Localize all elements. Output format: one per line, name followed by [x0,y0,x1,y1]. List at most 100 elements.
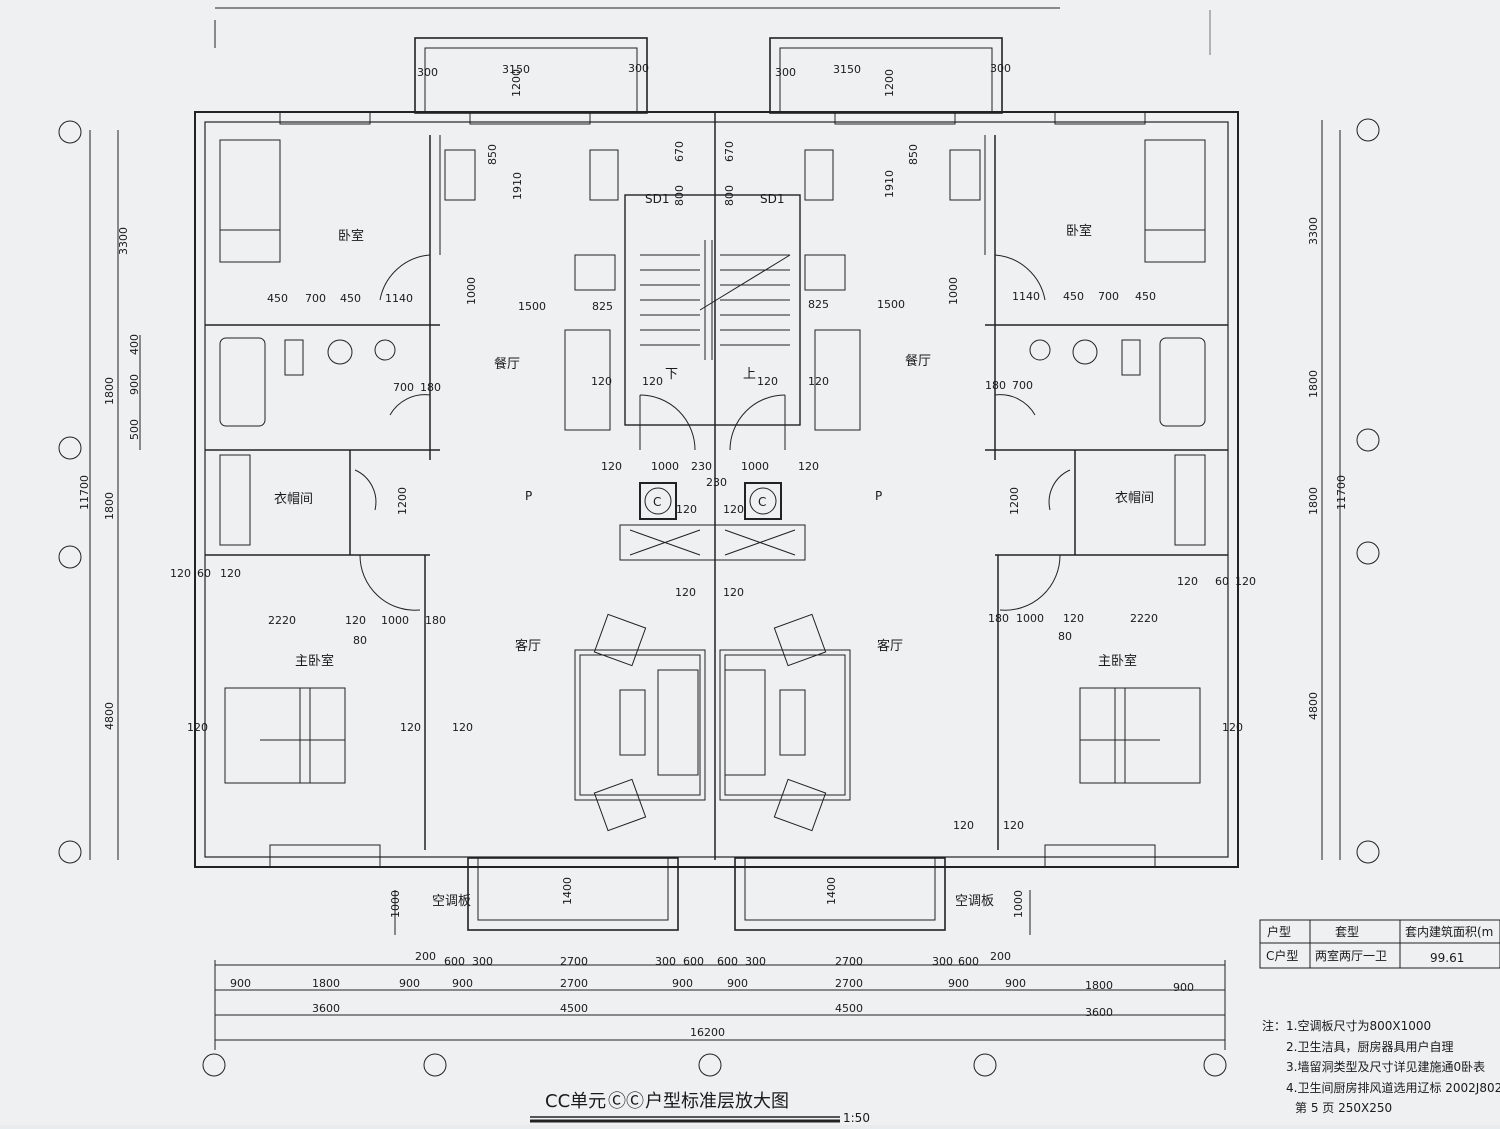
dim-300-b: 300 [628,62,649,75]
dim-1800-f: 1800 [1085,979,1113,992]
dim-80-b: 80 [1058,630,1072,643]
dim-120-s: 120 [452,721,473,734]
dim-900-h: 900 [1173,981,1194,994]
dim-120-n: 120 [1235,575,1256,588]
dim-300-c: 300 [775,66,796,79]
drawing-title-main: 户型标准层放大图 [645,1091,789,1112]
dim-1000-e: 1000 [381,614,409,627]
room-master-left: 主卧室 [295,653,334,669]
table-cell-area: 99.61 [1430,951,1464,965]
dim-600-d: 600 [958,955,979,968]
dim-120-g: 120 [676,503,697,516]
dim-120-v: 120 [1003,819,1024,832]
dim-3150-left: 3150 [502,63,530,76]
table-cell-type: C户型 [1266,948,1298,963]
dim-2700-c: 2700 [560,977,588,990]
dim-180-d: 180 [988,612,1009,625]
dim-1400-a: 1400 [561,877,574,905]
sd1-left: SD1 [645,192,670,206]
dim-60-a: 60 [197,567,211,580]
dim-1200-d: 1200 [1008,487,1021,515]
dim-120-u: 120 [953,819,974,832]
dim-900-v: 900 [128,374,141,395]
dim-11700-left: 11700 [78,475,91,510]
drawing-title-prefix: CC单元 [545,1091,606,1112]
dim-1200-c: 1200 [396,487,409,515]
dim-900-f: 900 [948,977,969,990]
dim-3150-right: 3150 [833,63,861,76]
dim-300-a: 300 [417,66,438,79]
dim-120-a: 120 [591,375,612,388]
dim-1200-b: 1200 [883,69,896,97]
room-living-right: 客厅 [877,638,903,654]
dim-670-a: 670 [673,141,686,162]
dim-3600-a: 3600 [312,1002,340,1015]
grid-left-3 [58,545,82,569]
dim-1800-a: 1800 [103,377,116,405]
dim-120-i: 120 [675,586,696,599]
dim-600-c: 600 [717,955,738,968]
dim-3300-left: 3300 [117,227,130,255]
dining-table-right [814,329,861,431]
dim-2220-b: 2220 [1130,612,1158,625]
dim-300-g: 300 [745,955,766,968]
grid-c-left: C [653,495,661,509]
dim-825-b: 825 [808,298,829,311]
dim-450-a: 450 [267,292,288,305]
dim-180-a: 180 [420,381,441,394]
bed-master-left [224,687,346,784]
dim-1000-c: 1000 [651,460,679,473]
grid-left-4 [58,840,82,864]
note-3: 3.墙留洞类型及尺寸详见建施通0卧表 [1286,1059,1485,1074]
dim-11700-right: 11700 [1335,475,1348,510]
bed-right-top [1144,139,1206,263]
dim-120-m: 120 [1177,575,1198,588]
dim-1800-d: 1800 [1307,487,1320,515]
p-left: P [525,489,532,503]
dim-300-h: 300 [932,955,953,968]
dim-120-p: 120 [1063,612,1084,625]
dim-120-k: 120 [170,567,191,580]
dim-200-a: 200 [415,950,436,963]
bed-left-top [219,139,281,263]
dim-1000-g: 1000 [389,890,402,918]
room-bedroom-right: 卧室 [1066,223,1092,239]
dim-600-b: 600 [683,955,704,968]
room-bedroom-left: 卧室 [338,228,364,244]
grid-right-1 [1356,118,1380,142]
rug-right [719,649,851,801]
dim-500: 500 [128,419,141,440]
outer-wall [194,111,1239,868]
dim-1800-c: 1800 [1307,370,1320,398]
note-2: 2.卫生洁具，厨房器具用户自理 [1286,1039,1453,1054]
table-cell-layout: 两室两厅一卫 [1315,948,1387,963]
room-dining-right: 餐厅 [905,353,931,369]
ac-board-left: 空调板 [432,894,471,909]
dim-180-c: 180 [425,614,446,627]
dim-1000-b: 1000 [947,277,960,305]
dim-1000-f: 1000 [1016,612,1044,625]
dim-450-c: 450 [1063,290,1084,303]
dim-900-c: 900 [452,977,473,990]
dim-300-d: 300 [990,62,1011,75]
drawing-scale: 1:50 [843,1111,870,1125]
dim-80-a: 80 [353,634,367,647]
p-right: P [875,489,882,503]
grid-right-2 [1356,428,1380,452]
dim-3600-b: 3600 [1085,1006,1113,1019]
dim-120-q: 120 [187,721,208,734]
dim-1140-b: 1140 [1012,290,1040,303]
dim-2700-d: 2700 [835,977,863,990]
dim-670-b: 670 [723,141,736,162]
dim-120-j: 120 [723,586,744,599]
room-wardrobe-left: 衣帽间 [274,491,313,507]
dim-1500-b: 1500 [877,298,905,311]
dim-400: 400 [128,334,141,355]
dim-4800-right: 4800 [1307,692,1320,720]
note-page: 第 5 页 250X250 [1295,1101,1392,1115]
grid-right-3 [1356,541,1380,565]
dim-1910-a: 1910 [511,172,524,200]
info-table [1259,919,1500,969]
